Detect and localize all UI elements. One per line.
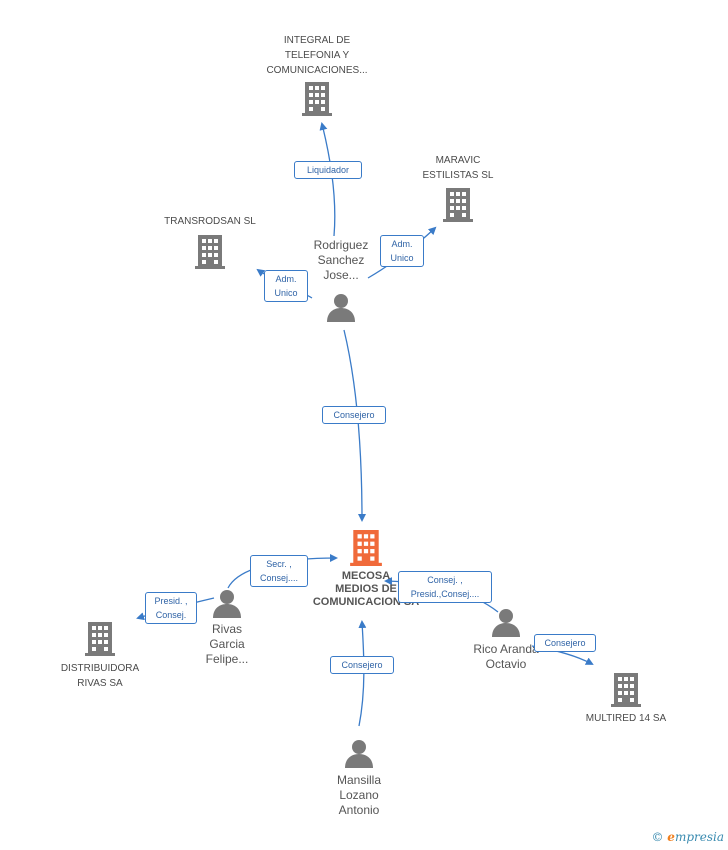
edge-label-consejero-rodriguez[interactable]: Consejero [322, 406, 386, 424]
node-mecosa[interactable]: MECOSA MEDIOS DE COMUNICACION SA [296, 530, 436, 609]
person-name: Mansilla Lozano Antonio [336, 773, 381, 817]
node-integral[interactable]: INTEGRAL DE TELEFONIA Y COMUNICACIONES..… [250, 33, 384, 116]
person-name: Rivas Garcia Felipe... [205, 622, 249, 666]
edge-consejero-mansilla [358, 620, 367, 727]
building-icon [302, 82, 332, 116]
node-distribuidora[interactable]: DISTRIBUIDORA RIVAS SA [44, 622, 156, 691]
copyright-icon: © [651, 830, 664, 844]
edge-label-liquidador[interactable]: Liquidador [294, 161, 362, 179]
edge-label-consej-presid[interactable]: Consej. , Presid.,Consej.... [398, 571, 492, 603]
person-icon [213, 590, 241, 618]
building-icon [350, 530, 382, 566]
building-icon [85, 622, 115, 656]
brand-watermark: © empresia [651, 830, 724, 844]
person-icon [492, 609, 520, 637]
brand-logo-e: e [667, 830, 675, 844]
company-name: MARAVIC ESTILISTAS SL [422, 155, 494, 181]
edge-consejero-rodriguez [343, 329, 366, 522]
node-rico[interactable]: Rico Aranda Octavio [462, 607, 550, 672]
node-maravic[interactable]: MARAVIC ESTILISTAS SL [404, 153, 512, 222]
company-name: MECOSA MEDIOS DE COMUNICACION SA [312, 570, 419, 608]
node-mansilla[interactable]: Mansilla Lozano Antonio [319, 738, 399, 818]
person-icon [327, 294, 355, 322]
company-name: TRANSRODSAN SL [164, 216, 256, 227]
company-name: INTEGRAL DE TELEFONIA Y COMUNICACIONES..… [266, 35, 368, 76]
node-transrodsan[interactable]: TRANSRODSAN SL [150, 214, 270, 269]
building-icon [443, 188, 473, 222]
person-icon [345, 740, 373, 768]
node-multired[interactable]: MULTIRED 14 SA [570, 673, 682, 726]
person-name: Rico Aranda Octavio [473, 642, 539, 671]
edge-label-adm-unico-transrodsan[interactable]: Adm. Unico [264, 270, 308, 302]
building-icon [611, 673, 641, 707]
person-name: Rodriguez Sanchez Jose... [313, 238, 369, 282]
node-rodriguez[interactable]: Rodriguez Sanchez Jose... [301, 238, 381, 322]
edge-label-presid-consej[interactable]: Presid. , Consej. [145, 592, 197, 624]
edge-label-secr-consej[interactable]: Secr. , Consej.... [250, 555, 308, 587]
edge-label-adm-unico-maravic[interactable]: Adm. Unico [380, 235, 424, 267]
building-icon [195, 235, 225, 269]
edge-liquidador [319, 122, 336, 237]
edge-label-consejero-rico[interactable]: Consejero [534, 634, 596, 652]
node-rivas-person[interactable]: Rivas Garcia Felipe... [191, 588, 263, 667]
company-name: DISTRIBUIDORA RIVAS SA [60, 663, 140, 689]
edge-label-consejero-mansilla[interactable]: Consejero [330, 656, 394, 674]
brand-name: mpresia [674, 830, 724, 844]
company-name: MULTIRED 14 SA [585, 713, 667, 724]
